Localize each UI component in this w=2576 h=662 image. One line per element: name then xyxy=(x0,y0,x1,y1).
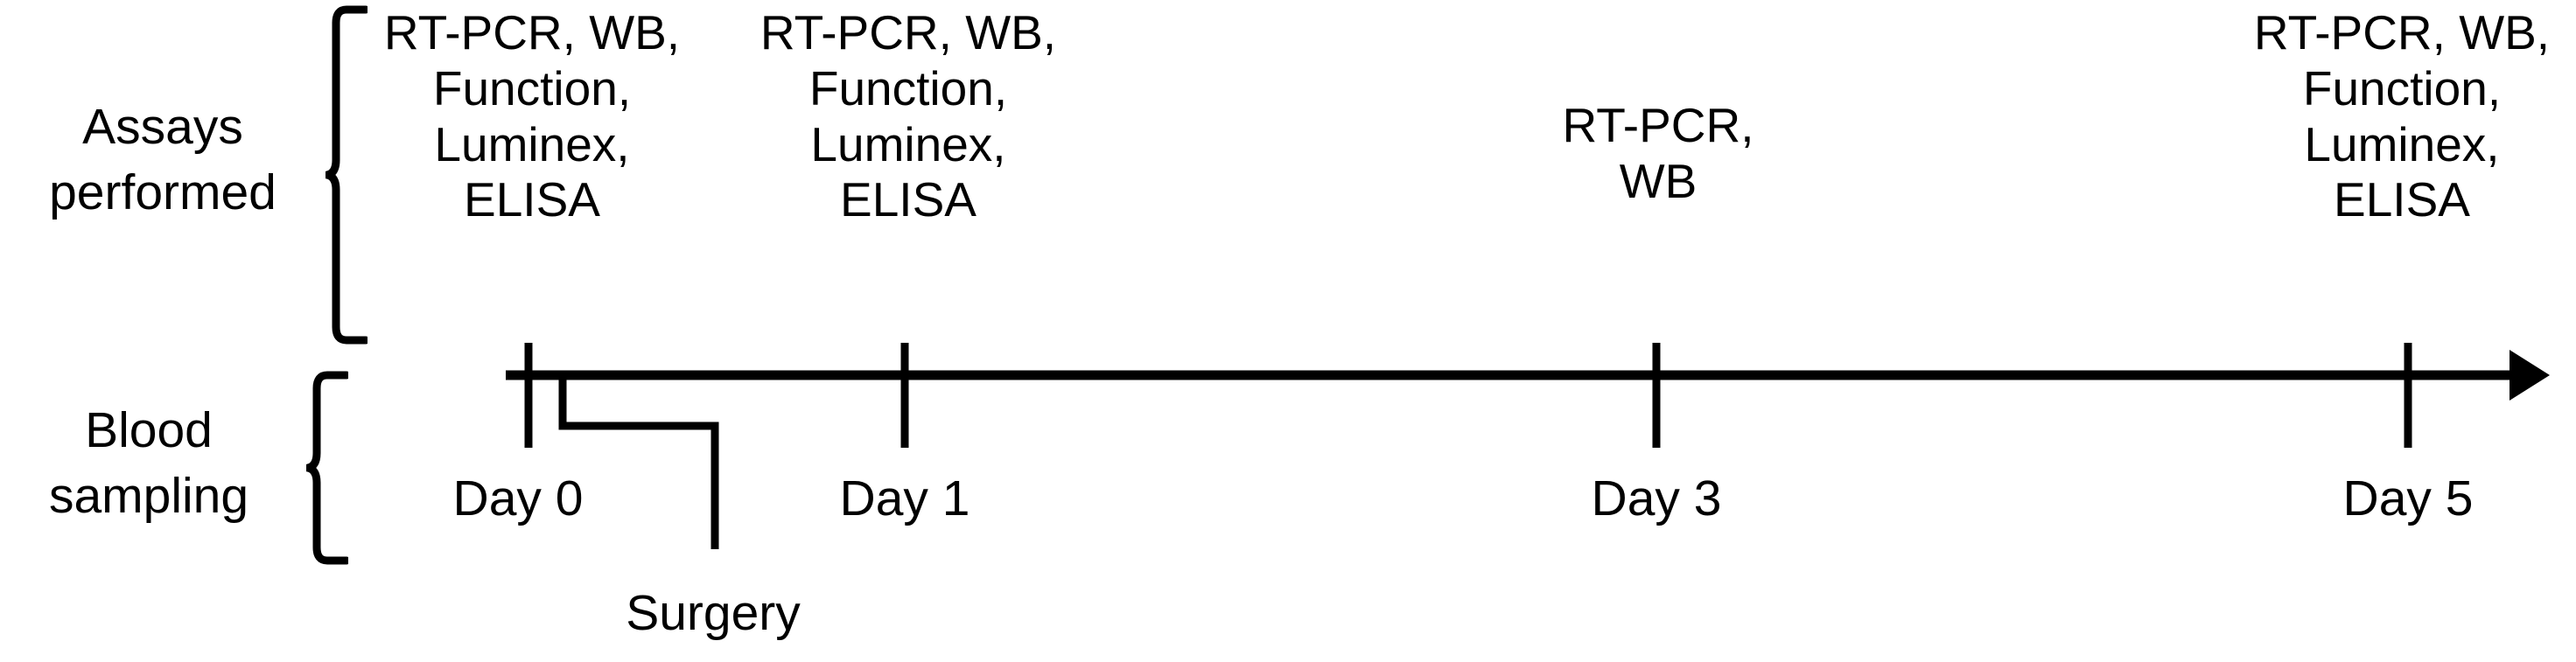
surgery-connector-line xyxy=(558,379,719,549)
blood-sampling-label: Blood sampling xyxy=(48,402,249,525)
surgery-label: Surgery xyxy=(626,585,801,641)
assays-text-day3: RT-PCR, WB xyxy=(1562,98,1754,208)
day-label-day1: Day 1 xyxy=(839,470,970,526)
assays-performed-label: Assays performed xyxy=(49,99,276,221)
day-label-day0: Day 0 xyxy=(452,470,584,526)
day-label-day5: Day 5 xyxy=(2342,470,2474,526)
assays-text-day1: RT-PCR, WB, Function, Luminex, ELISA xyxy=(760,5,1057,227)
day-label-day3: Day 3 xyxy=(1591,470,1722,526)
assays-text-day5: RT-PCR, WB, Function, Luminex, ELISA xyxy=(2253,5,2551,227)
assays-brace-icon xyxy=(326,5,368,345)
timeline-axis-arrow xyxy=(506,350,2550,401)
assays-text-day0: RT-PCR, WB, Function, Luminex, ELISA xyxy=(383,5,681,227)
blood-sampling-brace-icon xyxy=(306,371,348,565)
